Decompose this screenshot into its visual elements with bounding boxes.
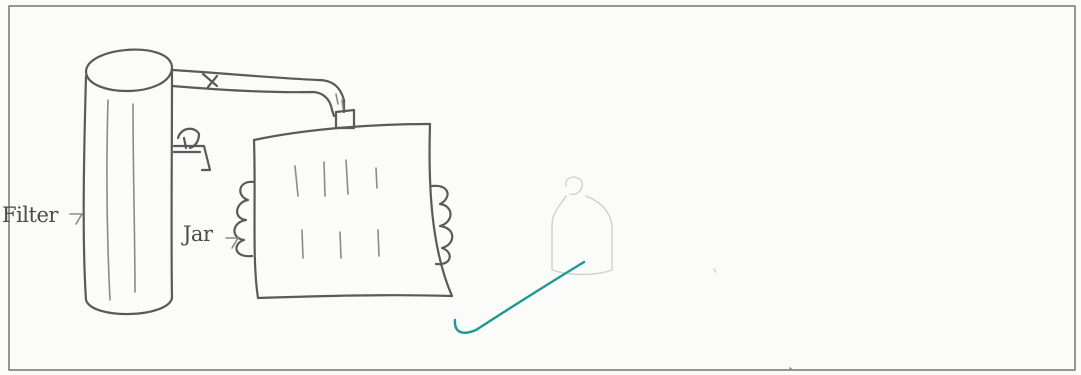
tap-icon [174,129,210,170]
jar-label: Jar [183,222,212,246]
left-heating-coil [234,182,254,256]
filter-cylinder [84,50,172,314]
filter-arrow [70,214,82,224]
right-heating-coil [432,186,452,264]
jar-box [254,110,452,298]
filter-label: Filter [2,203,58,227]
teal-line [455,262,584,333]
stray-mark [714,269,716,272]
bottle-sketch [552,177,612,274]
connecting-pipe [172,70,344,116]
